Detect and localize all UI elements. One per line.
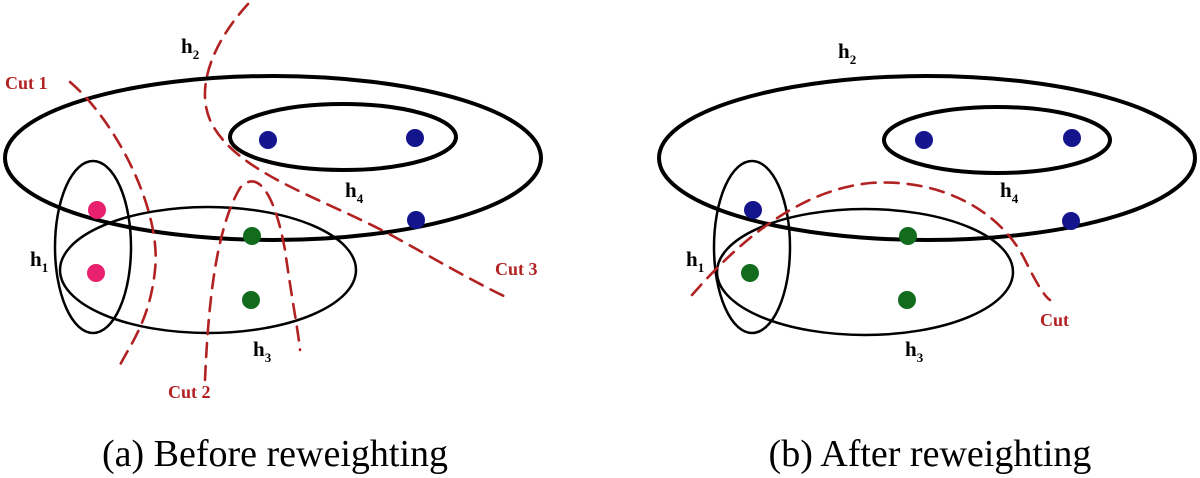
- node-blue: [744, 201, 762, 219]
- label-cut: Cut: [1040, 310, 1069, 330]
- node-green: [898, 291, 916, 309]
- node-pink: [87, 264, 105, 282]
- caption-b: (b) After reweighting: [769, 433, 1092, 475]
- node-blue: [1062, 212, 1080, 230]
- cut-3-line: [203, 2, 510, 300]
- label-h2: h2: [181, 34, 199, 62]
- label-cut-3: Cut 3: [495, 259, 538, 279]
- hyperedge-h1-ellipse: [53, 159, 133, 335]
- label-h4: h4: [345, 178, 364, 206]
- node-pink: [88, 201, 106, 219]
- panel-b: h2 h4 h1 h3 Cut (b) After reweighting: [657, 39, 1197, 475]
- label-cut-2: Cut 2: [168, 382, 211, 402]
- cut-1-line: [68, 80, 157, 367]
- node-green: [243, 227, 261, 245]
- node-blue: [915, 131, 933, 149]
- cut-line: [690, 181, 1052, 302]
- label-h3: h3: [253, 337, 272, 365]
- hyperedge-h2-ellipse: [3, 74, 543, 242]
- label-h3: h3: [905, 337, 924, 365]
- node-blue: [406, 129, 424, 147]
- label-h1: h1: [30, 247, 48, 275]
- label-cut-1: Cut 1: [5, 73, 48, 93]
- node-blue: [407, 211, 425, 229]
- label-h1: h1: [686, 247, 704, 275]
- hyperedge-h4-ellipse: [882, 105, 1112, 175]
- label-h2: h2: [838, 39, 856, 67]
- panel-a: h2 h4 h1 h3 Cut 1 Cut 2 Cut 3 (a) Before…: [3, 2, 543, 475]
- label-h4: h4: [1000, 178, 1019, 206]
- hyperedge-h4-ellipse: [228, 102, 458, 172]
- node-blue: [1063, 129, 1081, 147]
- node-blue: [259, 131, 277, 149]
- node-green: [899, 227, 917, 245]
- hyperedge-h1-ellipse: [712, 159, 792, 335]
- node-green: [242, 291, 260, 309]
- caption-a: (a) Before reweighting: [102, 433, 448, 475]
- hyperedge-h3-ellipse: [715, 207, 1015, 337]
- node-green: [741, 264, 759, 282]
- cut-2-line: [203, 180, 302, 382]
- hyperedge-h2-ellipse: [657, 74, 1197, 242]
